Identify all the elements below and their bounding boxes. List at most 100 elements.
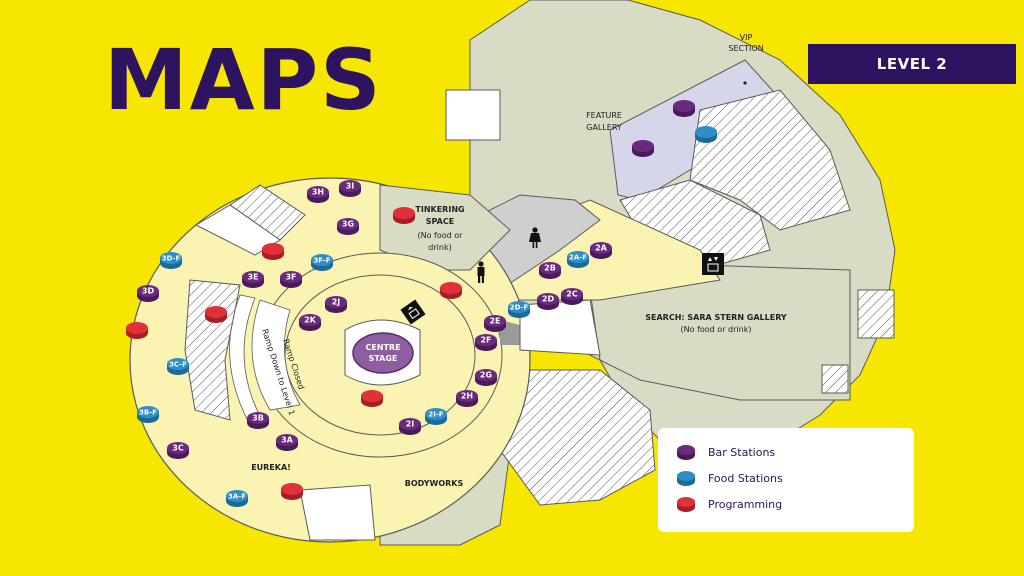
station-marker-3d[interactable]: 3D — [137, 285, 159, 302]
bodyworks-label: BODYWORKS — [405, 479, 464, 488]
vip-pointer-dot — [743, 81, 747, 85]
search-label-1: SEARCH: SARA STERN GALLERY — [645, 313, 787, 322]
ramp-closed-lane — [251, 299, 301, 411]
station-marker-2e[interactable]: 2E — [484, 315, 506, 332]
station-marker-3a-f[interactable]: 3A-F — [226, 490, 248, 507]
station-marker-2h[interactable]: 2H — [456, 390, 478, 407]
search-label-2: (No food or drink) — [681, 325, 752, 334]
station-marker-3f-f[interactable]: 3F-F — [311, 254, 333, 271]
white-room-top-left — [194, 204, 281, 256]
station-marker-label: 3I — [346, 182, 355, 191]
station-marker-prog-36[interactable] — [361, 390, 383, 407]
station-marker-2d[interactable]: 2D — [537, 293, 559, 310]
station-marker-2g[interactable]: 2G — [475, 369, 497, 386]
station-marker-3c-f[interactable]: 3C-F — [167, 358, 189, 375]
station-marker-2k[interactable]: 2K — [299, 314, 321, 331]
search-gallery — [589, 264, 851, 401]
station-marker-label: 2D — [542, 295, 555, 304]
station-marker-3b[interactable]: 3B — [247, 412, 269, 429]
vip-label-2: SECTION — [728, 44, 763, 53]
station-marker-2a[interactable]: 2A — [590, 242, 612, 259]
station-marker-3g[interactable]: 3G — [337, 218, 359, 235]
page-title: MAPS — [104, 31, 383, 129]
elevator-icon — [702, 253, 724, 275]
station-marker-label: 3D — [142, 287, 155, 296]
legend-item-programming: Programming — [676, 494, 782, 514]
eureka-label: EUREKA! — [251, 463, 291, 472]
station-marker-2d-f[interactable]: 2D-F — [508, 301, 530, 318]
station-marker-label: 2A-F — [569, 254, 587, 262]
info-point-icon — [400, 299, 426, 325]
station-marker-label: 2A — [595, 244, 608, 253]
station-marker-3a[interactable]: 3A — [276, 434, 298, 451]
tinkering-label-4: drink) — [428, 243, 451, 252]
station-marker-prog-31[interactable] — [393, 207, 415, 224]
legend-label-food: Food Stations — [708, 471, 783, 485]
station-marker-label: 2J — [332, 298, 341, 307]
hatched-corner — [821, 364, 849, 394]
tinkering-label-3: (No food or — [418, 231, 464, 240]
station-marker-label: 2G — [480, 371, 492, 380]
station-marker-food-30[interactable] — [695, 126, 717, 143]
station-marker-2b[interactable]: 2B — [539, 262, 561, 279]
station-marker-prog-33[interactable] — [126, 322, 148, 339]
station-marker-label: 3B-F — [139, 409, 157, 417]
station-marker-label: 3A — [281, 436, 294, 445]
station-marker-3c[interactable]: 3C — [167, 442, 189, 459]
centre-stage-label-1: CENTRE — [365, 343, 400, 352]
stair-bottom — [299, 484, 376, 541]
centre-stage-label-2: STAGE — [369, 354, 398, 363]
station-marker-3h[interactable]: 3H — [307, 186, 329, 203]
station-marker-3e[interactable]: 3E — [242, 271, 264, 288]
restroom-male-icon — [477, 261, 485, 283]
station-marker-label: 2E — [489, 317, 500, 326]
station-marker-label: 3C-F — [169, 361, 187, 369]
station-marker-bar-29[interactable] — [632, 140, 654, 157]
station-marker-label: 2I — [406, 420, 415, 429]
station-marker-label: 2K — [304, 316, 317, 325]
station-marker-prog-35[interactable] — [440, 282, 462, 299]
station-marker-2i-f[interactable]: 2I-F — [425, 408, 447, 425]
tinkering-label-1: TINKERING — [415, 205, 464, 214]
legend-item-food: Food Stations — [676, 468, 783, 488]
station-marker-bar-28[interactable] — [673, 100, 695, 117]
tinkering-space — [379, 184, 511, 271]
station-marker-label: 3F — [285, 273, 296, 282]
legend-label-bar: Bar Stations — [708, 445, 776, 459]
restroom-female-icon — [529, 227, 541, 248]
station-marker-label: 3E — [247, 273, 258, 282]
bar-station-swatch — [677, 445, 695, 460]
station-marker-label: 2F — [480, 336, 491, 345]
station-marker-prog-32[interactable] — [262, 243, 284, 260]
station-marker-label: 2D-F — [510, 304, 529, 312]
station-marker-3b-f[interactable]: 3B-F — [137, 406, 159, 423]
station-marker-label: 2C — [566, 290, 578, 299]
hatched-small-box — [857, 289, 895, 339]
station-marker-3d-f[interactable]: 3D-F — [160, 252, 182, 269]
station-markers: 3H 3I 3G 3D-F 3E 3F 3F-F 3D 2J 2K 3C-F 3B-F 3B 3A 3C 3A… — [126, 100, 717, 507]
station-marker-label: 2I-F — [428, 411, 443, 419]
tinkering-label-2: SPACE — [426, 217, 454, 226]
stair-mid — [519, 299, 601, 356]
feature-label-1: FEATURE — [586, 111, 622, 120]
station-marker-prog-34[interactable] — [205, 306, 227, 323]
food-station-swatch — [677, 471, 695, 486]
station-marker-3f[interactable]: 3F — [280, 271, 302, 288]
station-marker-label: 3F-F — [313, 257, 330, 265]
station-marker-2a-f[interactable]: 2A-F — [567, 251, 589, 268]
station-marker-2i[interactable]: 2I — [399, 418, 421, 435]
feature-label-2: GALLERY — [586, 123, 622, 132]
station-marker-2j[interactable]: 2J — [325, 296, 347, 313]
feature-gallery-stair — [445, 89, 501, 141]
station-marker-label: 2H — [461, 392, 473, 401]
station-marker-label: 3B — [252, 414, 264, 423]
station-marker-label: 3C — [172, 444, 184, 453]
station-marker-prog-37[interactable] — [281, 483, 303, 500]
station-marker-2f[interactable]: 2F — [475, 334, 497, 351]
vip-label-1: VIP — [740, 33, 753, 42]
station-marker-label: 3D-F — [162, 255, 181, 263]
station-marker-2c[interactable]: 2C — [561, 288, 583, 305]
level-badge: LEVEL 2 — [808, 44, 1016, 84]
station-marker-3i[interactable]: 3I — [339, 180, 361, 197]
